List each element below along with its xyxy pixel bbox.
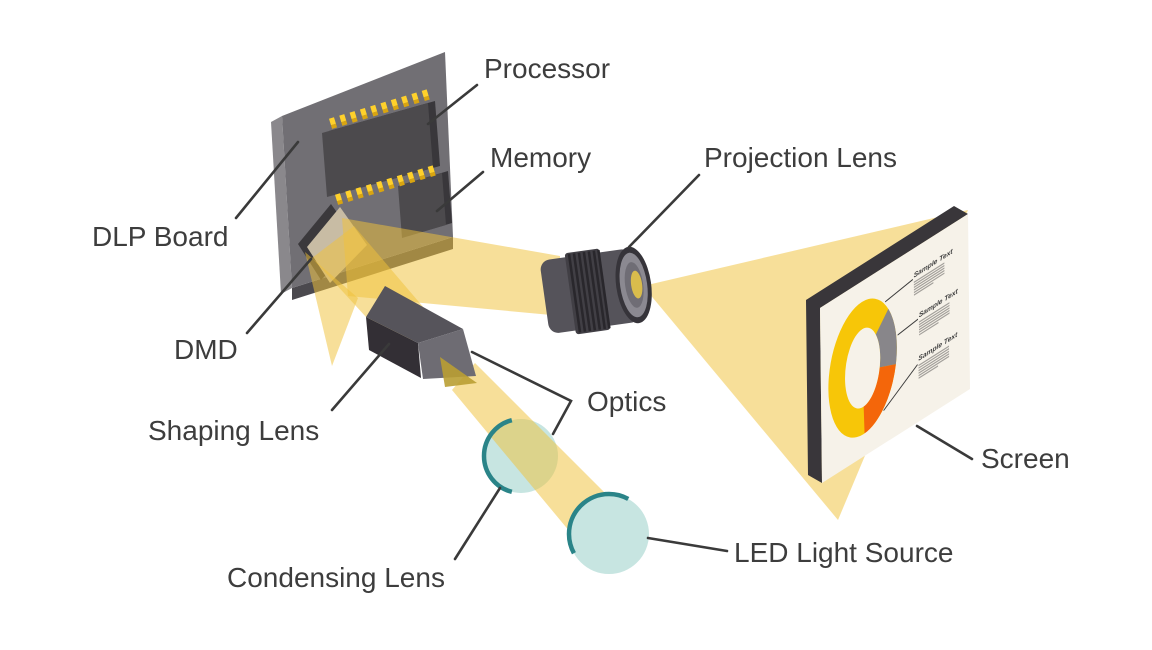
label-screen: Screen: [981, 443, 1070, 474]
beam-dmd-spill: [305, 252, 358, 366]
led-light-source-glass: [569, 494, 649, 574]
label-led-light-source: LED Light Source: [734, 537, 954, 568]
led-light-source-rim: [566, 491, 652, 577]
screen-callout-line: [915, 424, 974, 461]
dlp-board-left-edge: [271, 116, 292, 294]
screen-edge: [806, 206, 968, 483]
label-projection-lens: Projection Lens: [704, 142, 898, 173]
callout-lines: [234, 83, 974, 561]
condensing-lens-callout-line: [453, 486, 502, 561]
memory-chip: [398, 173, 446, 238]
optics-callout-line: [470, 350, 573, 436]
condensing-lens-rim: [481, 416, 561, 496]
screen-panel: Sample Text Sample Text: [806, 206, 970, 483]
label-dmd: DMD: [174, 334, 238, 365]
projection-lens-light-glow: [630, 270, 643, 299]
focus-ring-ridges: [567, 249, 611, 333]
processor-callout-line: [426, 83, 479, 126]
label-dlp-board: DLP Board: [92, 221, 229, 252]
dmd-callout-line: [245, 257, 313, 335]
shaping-lens-left-face: [366, 317, 421, 378]
label-memory: Memory: [490, 142, 592, 173]
shaping-lens-beam-glow: [440, 357, 477, 387]
shaping-lens-top-face: [366, 286, 463, 343]
slide-text-lines: [913, 262, 945, 296]
label-shaping-lens: Shaping Lens: [148, 415, 320, 446]
donut-segment-gray: [875, 308, 897, 368]
slide-text-lines: [918, 302, 950, 336]
label-condensing-lens: Condensing Lens: [227, 562, 445, 593]
shaping-lens-front-face: [418, 329, 476, 379]
slide-callout-lines: [883, 278, 919, 411]
processor-chip: [322, 103, 433, 197]
shaping-lens-callout-line: [330, 342, 391, 412]
projection-lens: [540, 246, 652, 335]
dlp-board-callout-line: [234, 140, 300, 220]
label-optics: Optics: [587, 386, 667, 417]
beam-dmd-to-projection-lens: [342, 218, 562, 316]
label-processor: Processor: [484, 53, 611, 84]
projection-lens-callout-line: [627, 173, 701, 249]
memory-callout-line: [435, 170, 485, 213]
donut-chart-hole: [845, 327, 881, 409]
slide-text-lines: [918, 345, 950, 379]
led-callout-line: [646, 536, 729, 553]
shaping-lens-box: [366, 286, 477, 387]
donut-segment-orange: [863, 364, 896, 434]
